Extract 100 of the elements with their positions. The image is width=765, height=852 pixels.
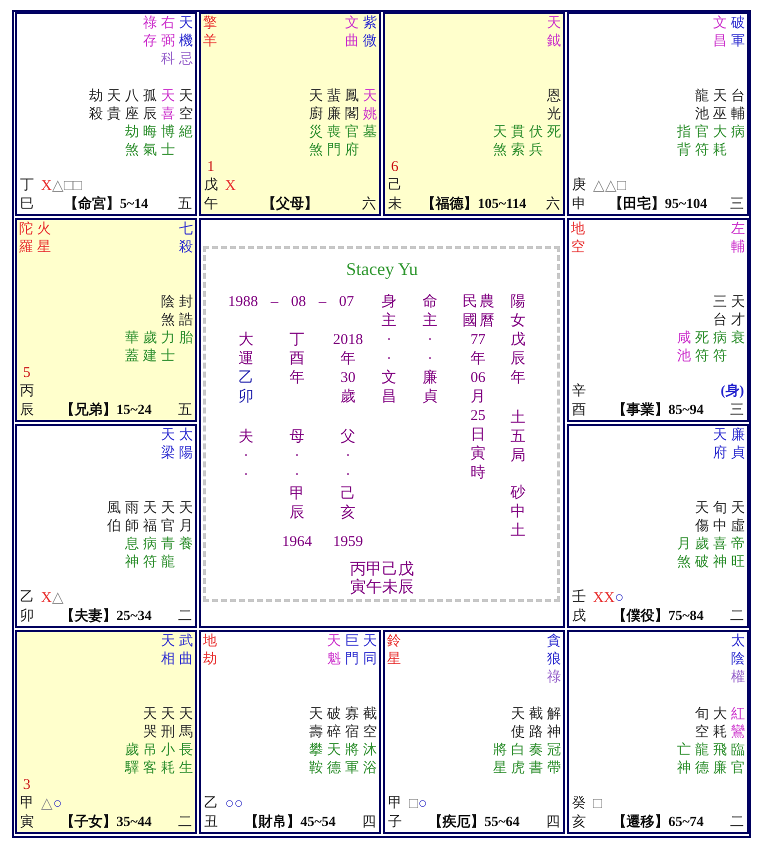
yin-yang-gender: 陽女戊辰年 — [510, 293, 526, 388]
life-master-entry: 命主··廉貞 — [422, 293, 438, 407]
malefic-star-name: 鈴星 — [387, 633, 401, 669]
transformation-label: 科 — [161, 51, 175, 69]
order-numeral: 五 — [178, 196, 192, 214]
heavenly-stem: 乙 — [20, 589, 34, 607]
minor-star-name: 旬空 — [695, 706, 709, 742]
branch-row: 寅午未辰 — [350, 579, 414, 597]
palace-name: 【田宅】95~104 — [608, 196, 708, 214]
cycle-star-name: 臨官 — [731, 742, 745, 778]
minor-star-name: 大耗 — [713, 706, 727, 742]
minor-star-name: 天月 — [179, 500, 193, 536]
palace-cell — [15, 424, 197, 628]
cycle-star-name: 力士 — [161, 330, 175, 366]
minor-star-name: 天壽 — [309, 706, 323, 742]
minor-star-name: 紅鸞 — [731, 706, 745, 742]
cycle-star-name: 將軍 — [345, 742, 359, 778]
palace-cell — [383, 630, 565, 834]
decade-luck-pillar: 乙卯 — [238, 369, 254, 407]
cycle-star-name: 歲破 — [695, 536, 709, 572]
minor-star-name: 解神 — [547, 706, 561, 742]
stem-row-text: 丙甲己戊 — [350, 561, 414, 578]
palace-name: 【父母】 — [262, 196, 318, 214]
minor-star-name: 龍池 — [695, 88, 709, 124]
info-panel — [203, 246, 560, 602]
center-cell — [199, 218, 565, 628]
element-phase: 土五局 — [510, 409, 526, 466]
person-name: Stacey Yu — [346, 258, 418, 280]
palace-name: 【子女】35~44 — [60, 814, 152, 832]
decade-luck-label: 大運 — [238, 331, 254, 369]
cycle-star-name: 博士 — [161, 124, 175, 160]
palace-cell — [15, 218, 197, 422]
earthly-branch: 午 — [204, 196, 218, 214]
order-numeral: 五 — [178, 402, 192, 420]
major-star-name: 廉貞 — [731, 427, 745, 463]
major-star-name: 紫微 — [363, 15, 377, 51]
cycle-star-name: 墓 — [363, 124, 377, 142]
heavenly-stem: 戊 — [204, 177, 218, 195]
minor-star-name: 台輔 — [731, 88, 745, 124]
major-star-name: 天府 — [713, 427, 727, 463]
major-star-name: 天相 — [161, 633, 175, 669]
earthly-branch: 辰 — [20, 402, 34, 420]
palace-cell — [15, 630, 197, 834]
minor-star-name: 封誥 — [179, 294, 193, 330]
heavenly-stem: 乙 — [204, 795, 218, 813]
order-numeral: 三 — [730, 196, 744, 214]
symbol-marks: X△□□ — [41, 177, 82, 195]
minor-star-name: 劫殺 — [89, 88, 103, 124]
heavenly-stem: 丙 — [20, 383, 34, 401]
cycle-star-name: 攀鞍 — [309, 742, 323, 778]
cycle-star-name: 將星 — [493, 742, 507, 778]
cycle-star-name: 息神 — [125, 536, 139, 572]
major-star-name: 天魁 — [327, 633, 341, 669]
cycle-star-name: 月煞 — [677, 536, 691, 572]
birth-year: 1959 — [333, 533, 363, 552]
minor-star-name: 天虛 — [731, 500, 745, 536]
palace-name: 【夫妻】25~34 — [60, 608, 152, 626]
earthly-branch: 卯 — [20, 608, 34, 626]
mother-entry: 母··甲辰 — [290, 428, 304, 523]
palace-name: 【兄弟】15~24 — [60, 402, 152, 420]
earthly-branch: 酉 — [572, 402, 586, 420]
body-palace-mark: (身) — [720, 383, 744, 401]
minor-star-name: 天姚 — [363, 88, 377, 124]
malefic-star-name: 擎羊 — [203, 15, 217, 51]
palace-name: 【疾厄】55~64 — [428, 814, 520, 832]
symbol-marks: XX○ — [593, 589, 624, 607]
transformation-label: 祿 — [547, 669, 561, 687]
palace-cell — [15, 12, 197, 216]
major-star-name: 太陰 — [731, 633, 745, 669]
order-numeral: 二 — [730, 608, 744, 626]
cycle-star-name: 大耗 — [713, 124, 727, 160]
order-numeral: 三 — [730, 402, 744, 420]
calendar-label: 民國 — [462, 293, 478, 331]
cycle-star-name: 死 — [547, 124, 561, 142]
order-numeral: 四 — [546, 814, 560, 832]
symbol-marks: △○ — [41, 795, 62, 813]
minor-star-name: 天哭 — [143, 706, 157, 742]
major-star-name: 太陽 — [179, 427, 193, 463]
palace-name: 【僕役】75~84 — [612, 608, 704, 626]
cycle-star-name: 衰 — [731, 330, 745, 348]
cycle-star-name: 病符 — [143, 536, 157, 572]
birth-year: 1964 — [282, 533, 312, 552]
minor-star-name: 破碎 — [327, 706, 341, 742]
minor-star-name: 截空 — [363, 706, 377, 742]
major-star-name: 文曲 — [345, 15, 359, 51]
palace-name: 【事業】85~94 — [612, 402, 704, 420]
minor-star-name: 蜚廉 — [327, 88, 341, 124]
cycle-star-name: 天煞 — [493, 124, 507, 160]
heavenly-stem: 己 — [388, 177, 402, 195]
major-star-name: 貪狼 — [547, 633, 561, 669]
cycle-star-name: 華蓋 — [125, 330, 139, 366]
major-star-name: 七殺 — [179, 221, 193, 257]
cycle-star-name: 歲建 — [143, 330, 157, 366]
major-star-name: 天鉞 — [547, 15, 561, 51]
cycle-star-name: 白虎 — [511, 742, 525, 778]
cycle-star-name: 伏兵 — [529, 124, 543, 160]
major-star-name: 右弼 — [161, 15, 175, 51]
palace-name: 【福德】105~114 — [422, 196, 526, 214]
cycle-star-name: 天德 — [327, 742, 341, 778]
minor-star-name: 孤辰 — [143, 88, 157, 124]
